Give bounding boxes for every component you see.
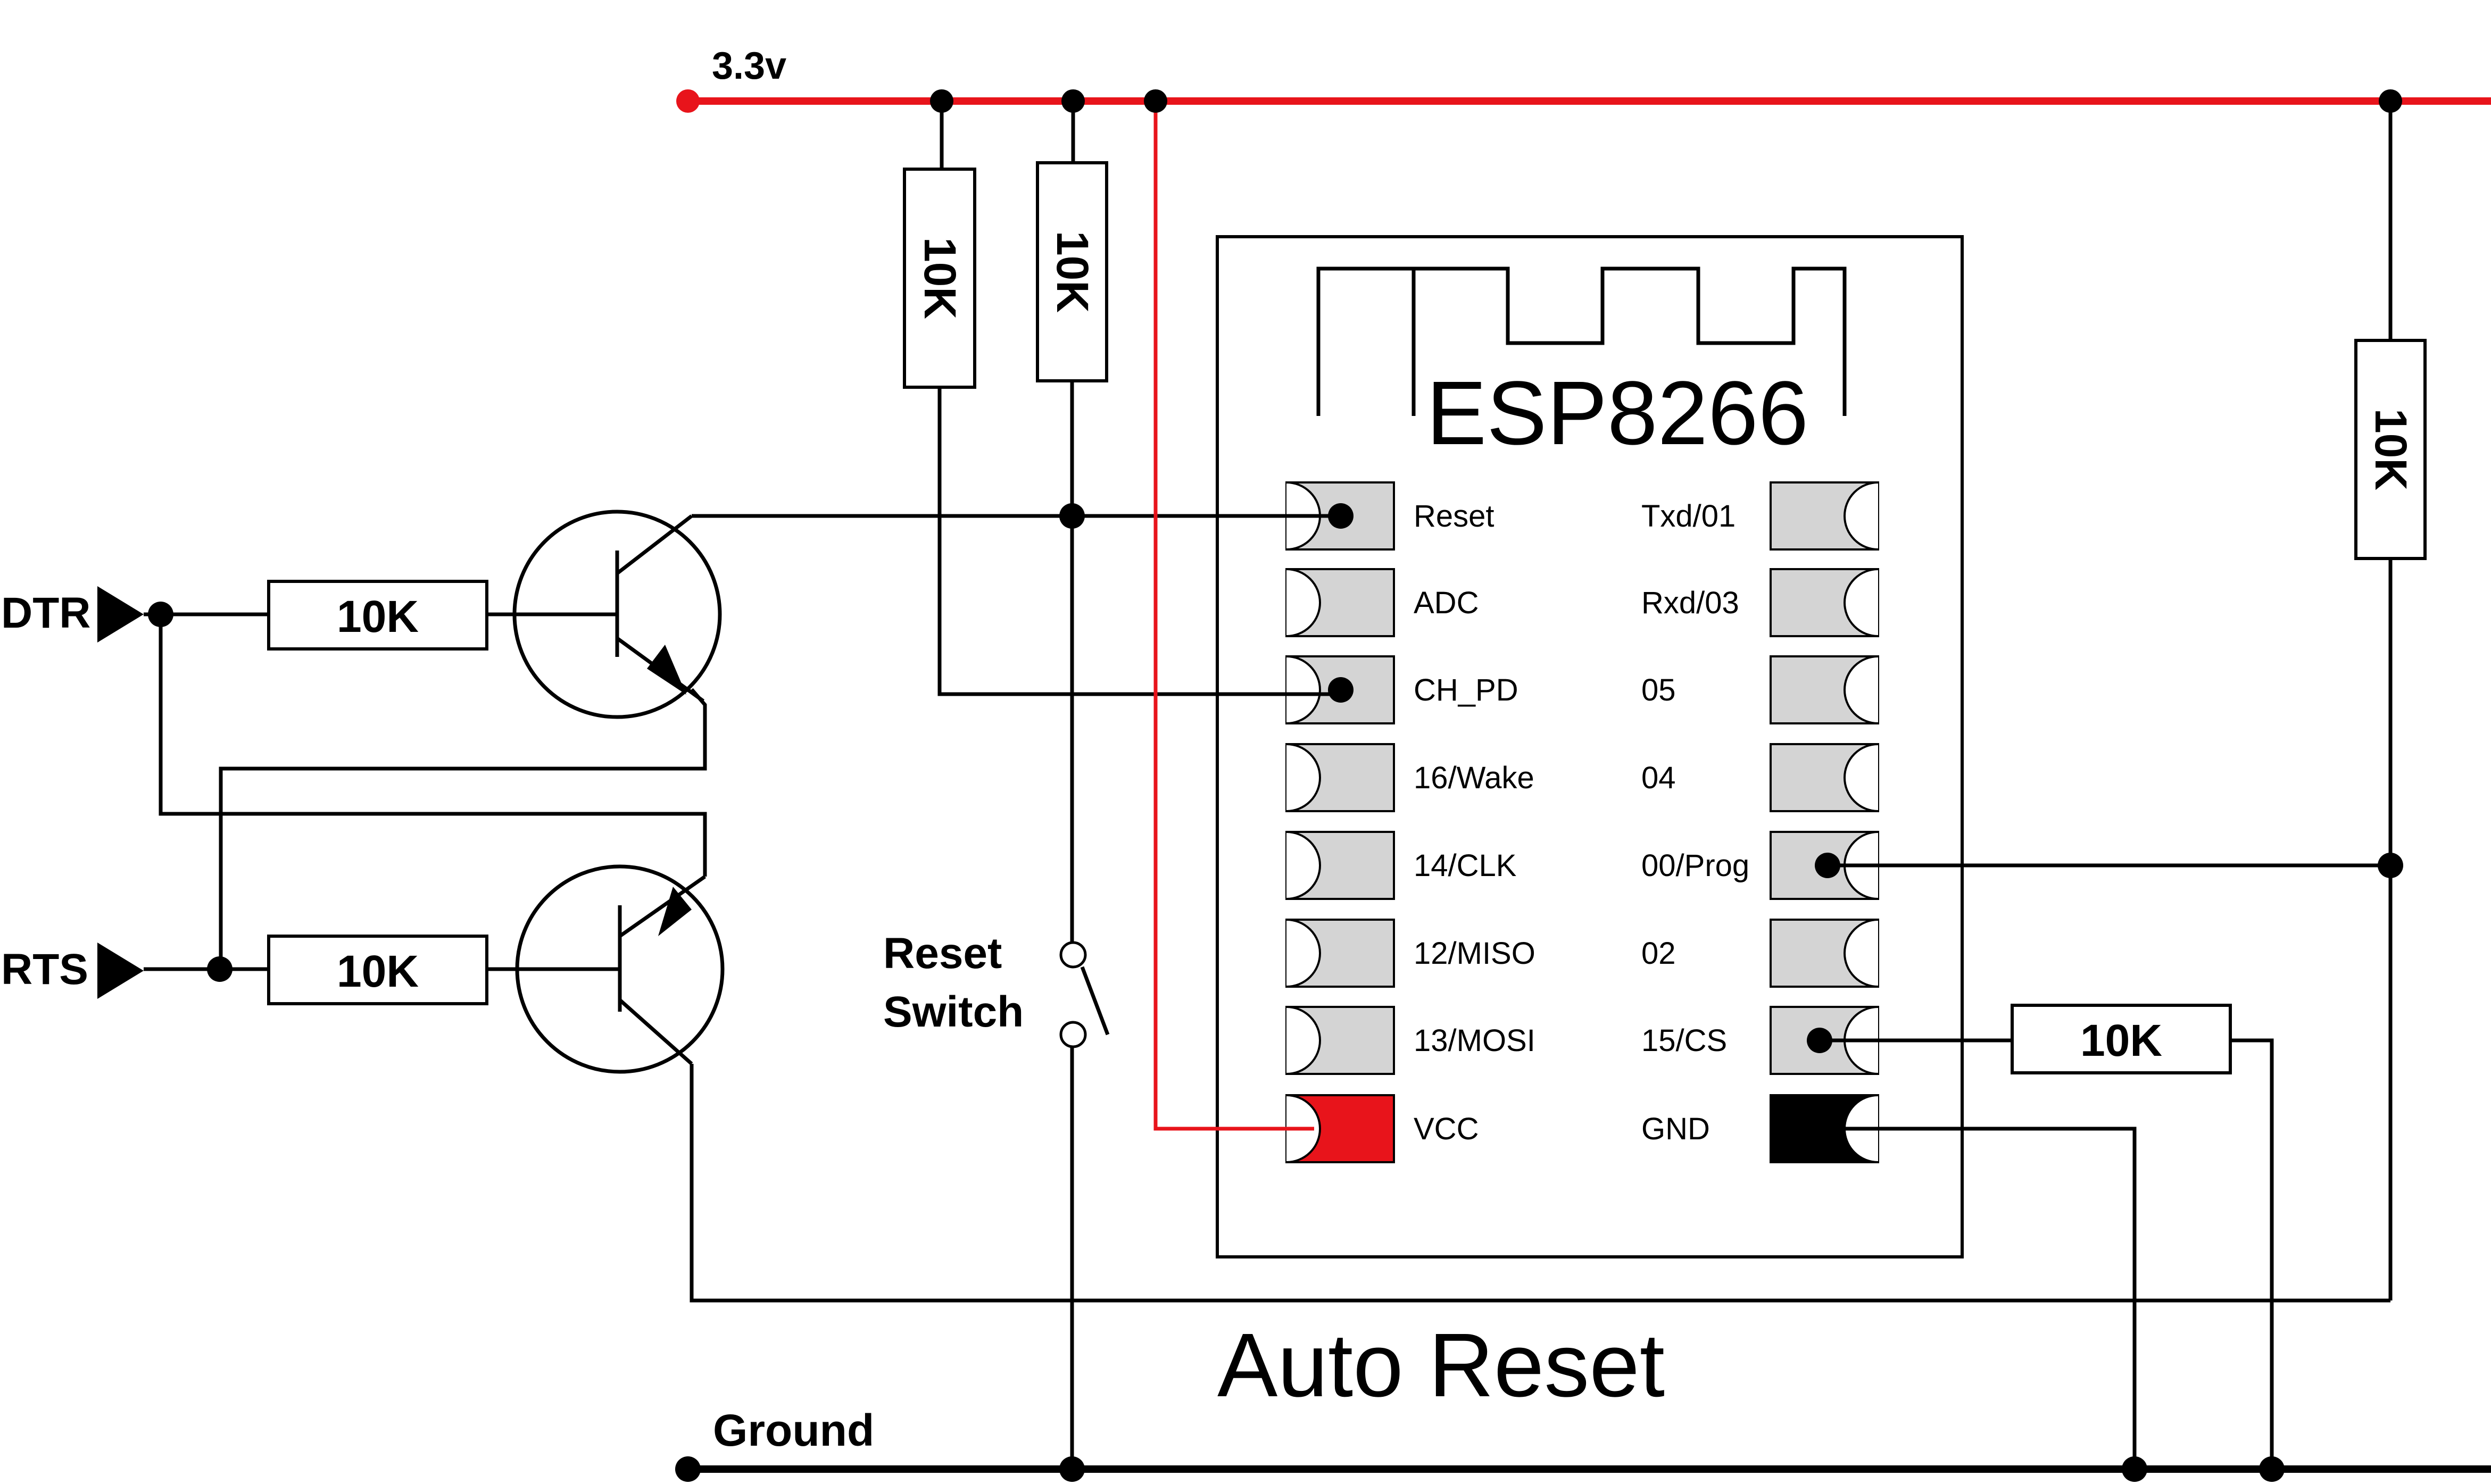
rts-label: RTS — [1, 945, 88, 994]
transistor-rts — [515, 864, 2390, 1303]
pin-16-wake: 16/Wake — [1285, 743, 1534, 812]
switch-contact-top — [1059, 941, 1087, 969]
pin-label: 16/Wake — [1414, 761, 1534, 795]
pin-label: ADC — [1414, 586, 1479, 620]
resistor-reset: 10K — [692, 89, 1341, 943]
reset-switch-label-line1: Reset — [883, 929, 1002, 978]
transistor-dtr — [219, 510, 722, 969]
ground-rail-label: Ground — [713, 1405, 874, 1455]
pin-ch-pd: CH_PD — [1285, 655, 1518, 724]
ground-rail: Ground — [675, 1405, 2491, 1482]
diagram-title: Auto Reset — [1217, 1315, 1665, 1416]
reset-switch[interactable]: Reset Switch — [883, 929, 1110, 1482]
pin-notch — [1844, 919, 1879, 988]
pin-12-miso: 12/MISO — [1285, 919, 1535, 988]
resistor-rts-label: 10K — [337, 946, 419, 996]
pin-label: Rxd/03 — [1641, 586, 1739, 620]
pin-rxd-03: Rxd/03 — [1641, 568, 1879, 637]
pin-label: 04 — [1641, 761, 1676, 795]
pin-label: 05 — [1641, 673, 1676, 707]
resistor-dtr-label: 10K — [337, 591, 419, 641]
resistor-chpd: 10K — [903, 89, 1341, 696]
emitter-arrow-icon — [658, 887, 692, 936]
power-rail-label: 3.3v — [712, 45, 786, 87]
pin-notch — [1286, 1006, 1321, 1075]
pin-label: VCC — [1414, 1112, 1479, 1146]
pin-label: 15/CS — [1641, 1023, 1727, 1058]
resistor-gpio15: 10K — [1820, 1004, 2285, 1482]
pin-notch — [1844, 655, 1879, 724]
power-rail: 3.3v — [676, 45, 2491, 113]
pin-txd-01: Txd/01 — [1641, 481, 1879, 551]
dtr-label: DTR — [1, 589, 91, 637]
pin-notch — [1286, 655, 1321, 724]
power-terminal — [676, 89, 700, 113]
pin-label: 12/MISO — [1414, 936, 1535, 971]
resistor-reset-label: 10K — [1048, 231, 1098, 313]
pin-notch — [1286, 568, 1321, 637]
gnd-wire — [1844, 1127, 2147, 1482]
rts-arrow-icon — [97, 943, 144, 999]
resistor-dtr: 10K — [267, 580, 617, 651]
dtr-arrow-icon — [97, 586, 144, 643]
resistor-gpio0: 10K — [1828, 89, 2427, 1300]
pin-notch — [1286, 743, 1321, 812]
pin-02: 02 — [1641, 919, 1879, 988]
pin-label: 13/MOSI — [1414, 1023, 1535, 1058]
reset-switch-label-line2: Switch — [883, 988, 1024, 1036]
resistor-gpio0-label: 10K — [2366, 408, 2416, 490]
pin-gnd: GND — [1641, 1094, 1879, 1163]
pin-label: 00/Prog — [1641, 848, 1749, 883]
pin-notch — [1844, 568, 1879, 637]
resistor-chpd-label: 10K — [915, 237, 965, 319]
antenna-trace — [1316, 266, 1847, 416]
vcc-wire — [1144, 89, 1314, 1131]
rts-input: RTS — [1, 943, 269, 999]
pin-notch — [1844, 743, 1879, 812]
ground-terminal — [675, 1456, 701, 1482]
module-name: ESP8266 — [1426, 363, 1808, 464]
pin-05: 05 — [1641, 655, 1879, 724]
pin-13-mosi: 13/MOSI — [1285, 1006, 1535, 1075]
pin-notch — [1286, 919, 1321, 988]
pin-adc: ADC — [1285, 568, 1479, 637]
dtr-input: DTR — [1, 586, 707, 877]
pin-label: 02 — [1641, 936, 1676, 971]
pin-label: GND — [1641, 1112, 1710, 1146]
emitter-arrow-icon — [647, 645, 686, 695]
pin-label: CH_PD — [1414, 673, 1518, 707]
pin-notch — [1844, 481, 1879, 551]
pin-label: Txd/01 — [1641, 499, 1736, 533]
resistor-gpio15-label: 10K — [2080, 1015, 2162, 1065]
pin-connection-dot — [1328, 677, 1354, 703]
pin-label: 14/CLK — [1414, 848, 1517, 883]
pin-04: 04 — [1641, 743, 1879, 812]
pin-notch — [1286, 831, 1321, 900]
pin-14-clk: 14/CLK — [1285, 831, 1517, 900]
pin-label: Reset — [1414, 499, 1494, 533]
switch-contact-bottom — [1059, 1021, 1087, 1048]
